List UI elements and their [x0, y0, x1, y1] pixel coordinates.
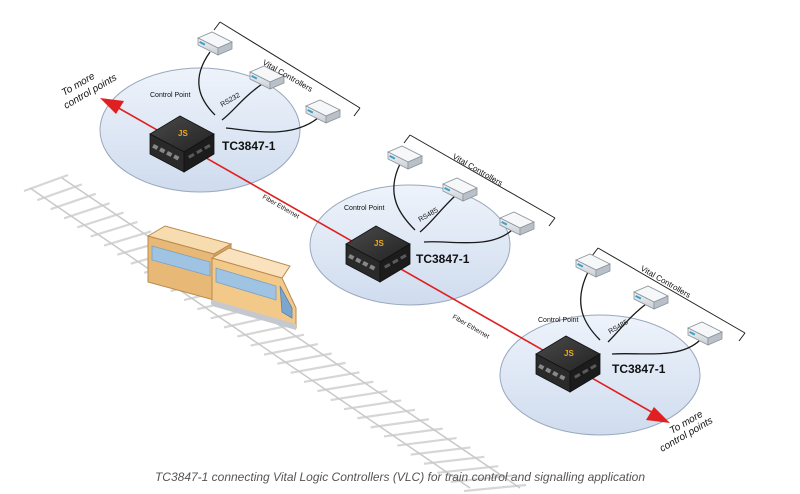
vital-controller-5: [442, 177, 478, 202]
vital-controller-4: [387, 145, 423, 170]
fiber-label-2: Fiber Ethernet: [451, 314, 490, 341]
device-label-3: TC3847-1: [612, 362, 666, 376]
device-logo-3: JS: [564, 349, 574, 358]
vital-controllers-bracket-2: [403, 134, 556, 227]
tc3847-1-device-3: JS: [535, 335, 601, 393]
device-label-1: TC3847-1: [222, 139, 276, 153]
device-logo-1: JS: [178, 129, 188, 138]
vital-controllers-bracket-1: [213, 21, 361, 117]
figure-caption: TC3847-1 connecting Vital Logic Controll…: [154, 470, 646, 484]
vital-controller-8: [633, 285, 669, 310]
vital-controller-6: [499, 211, 535, 236]
arrow-left-icon: [100, 98, 124, 114]
control-point-label-1: Control Point: [150, 92, 191, 99]
vital-controller-2: [249, 65, 285, 90]
arrow-right-icon: [646, 407, 670, 423]
device-label-2: TC3847-1: [416, 252, 470, 266]
vital-controller-7: [575, 253, 611, 278]
control-point-label-2: Control Point: [344, 205, 385, 212]
fiber-label-1: Fiber Ethernet: [261, 194, 300, 221]
vital-controller-1: [197, 31, 233, 56]
tc3847-1-device-1: JS: [149, 115, 215, 173]
vital-controller-9: [687, 321, 723, 346]
vital-controllers-bracket-3: [591, 247, 746, 342]
serial-cables: [198, 51, 701, 355]
tc3847-1-device-2: JS: [345, 225, 411, 283]
vital-controller-3: [305, 99, 341, 124]
control-point-disc-3: [499, 314, 701, 436]
train: [146, 225, 297, 330]
control-point-label-3: Control Point: [538, 317, 579, 324]
device-logo-2: JS: [374, 239, 384, 248]
